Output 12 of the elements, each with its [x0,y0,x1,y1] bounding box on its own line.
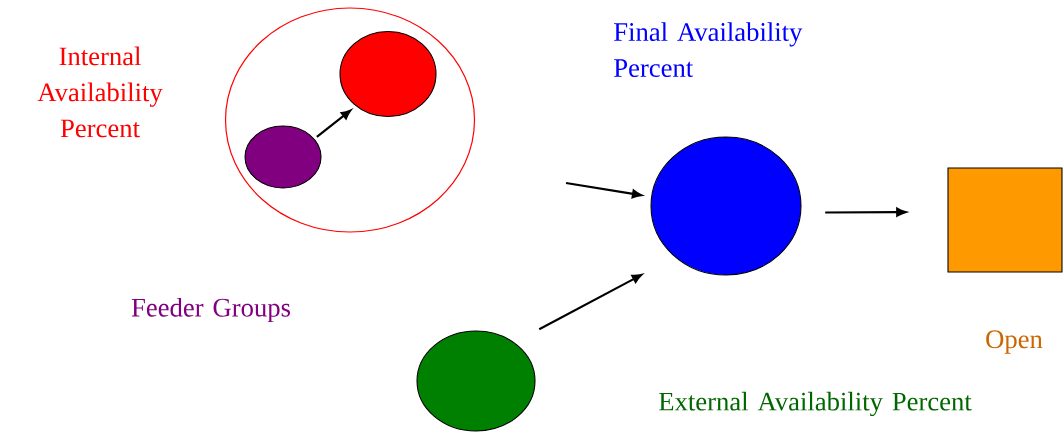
ellipse [339,30,437,118]
ellipse [244,125,322,189]
label: Feeder Groups [131,297,290,323]
ellipse [650,136,802,276]
arrow [538,274,643,331]
arrow [825,207,907,217]
arrow [565,181,643,199]
box [947,167,1063,273]
label: External Availability Percent [659,391,972,417]
ellipse [416,330,536,432]
arrow [316,109,352,138]
ellipse [224,7,476,233]
